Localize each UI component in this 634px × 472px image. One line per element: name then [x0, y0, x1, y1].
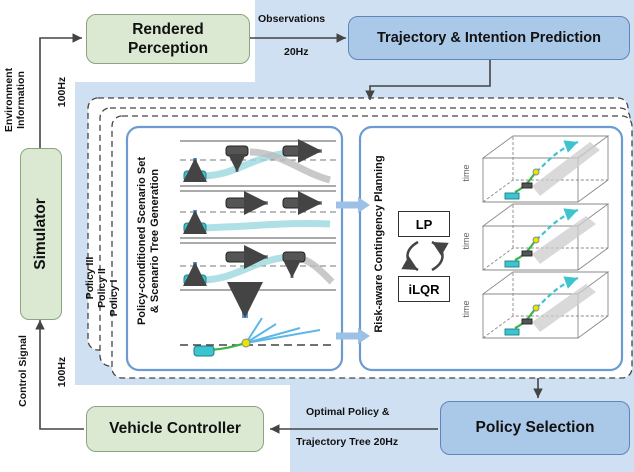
ilqr-box: iLQR: [398, 276, 450, 302]
lp-box: LP: [398, 211, 450, 237]
time-axis-label-3: time: [461, 300, 471, 318]
policy-iii-label: Policy III: [84, 256, 96, 300]
time-axis-label-2: time: [461, 232, 471, 250]
observations-rate-label: 20Hz: [284, 46, 309, 58]
environment-rate-label: 100Hz: [56, 76, 68, 108]
control-rate-label: 100Hz: [56, 356, 68, 388]
lp-ilqr-cycle-right: [431, 240, 449, 272]
time-space-plots: [481, 135, 610, 339]
rendered-perception-node: Rendered Perception: [86, 14, 250, 64]
planning-panel-title: Risk-aware Contingency Planning: [373, 155, 385, 333]
policy-ii-label: Policy II: [96, 268, 108, 308]
scenario-tree: [180, 282, 336, 357]
arrow-head-top: [358, 197, 370, 213]
environment-information-label: Environment Information: [3, 67, 27, 133]
scenario-panel-frame: [125, 125, 344, 372]
optimal-policy-label: Optimal Policy &: [306, 406, 390, 418]
simulator-node: Simulator: [20, 148, 62, 320]
arrow-controller-to-simulator: [35, 320, 84, 430]
observations-label: Observations: [258, 13, 326, 25]
arrow-simulator-to-perception: [39, 33, 82, 148]
simulator-label: Simulator: [32, 198, 49, 270]
trajectory-prediction-node: Trajectory & Intention Prediction: [348, 16, 630, 60]
policy-i-label: Policy I: [108, 279, 120, 317]
arrow-prediction-to-frames: [365, 60, 491, 100]
vehicle-controller-node: Vehicle Controller: [86, 406, 264, 452]
trajectory-tree-label: Trajectory Tree 20Hz: [296, 436, 399, 448]
arrow-head-bottom: [358, 328, 370, 344]
control-signal-label: Control Signal: [17, 335, 29, 407]
road-scenarios: [180, 139, 336, 291]
scenario-panel-title: Policy-conditioned Scenario Set & Scenar…: [136, 156, 161, 326]
time-axis-label-1: time: [461, 164, 471, 182]
planning-panel-frame: [358, 125, 624, 372]
lp-ilqr-cycle-left: [401, 240, 419, 272]
policy-selection-node: Policy Selection: [440, 401, 630, 455]
